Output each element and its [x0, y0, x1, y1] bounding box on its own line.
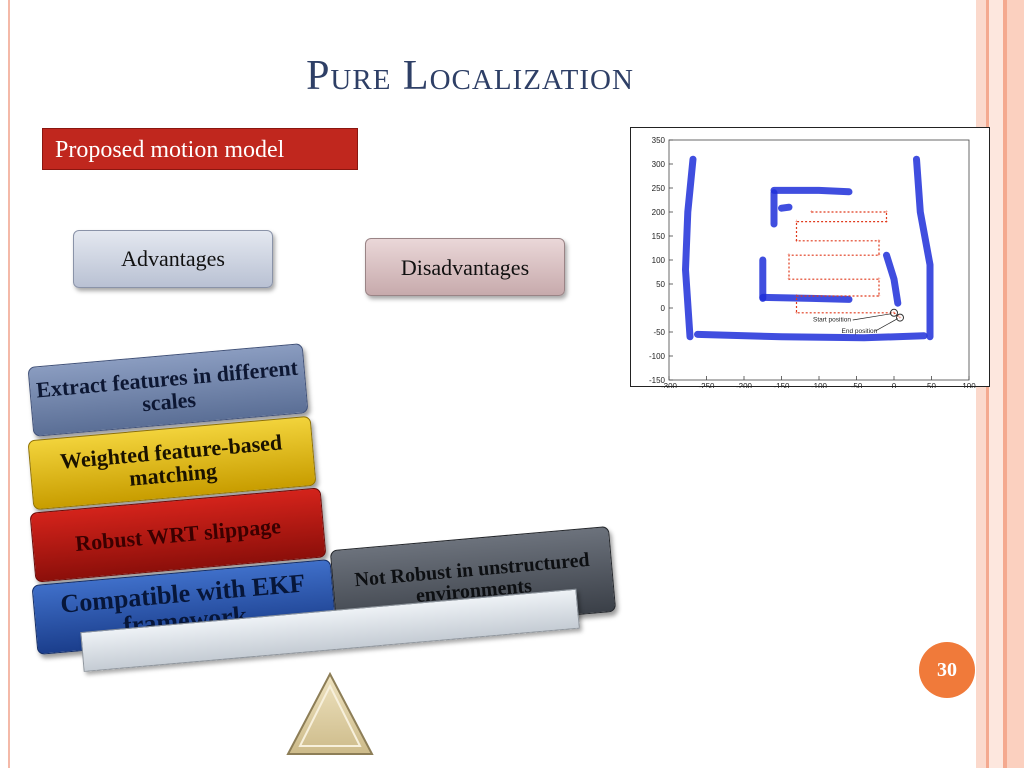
proposed-motion-model-label: Proposed motion model: [42, 128, 358, 170]
robot-trajectory: [788, 211, 901, 319]
y-tick-label: -150: [649, 376, 666, 385]
localization-plot-svg: -300 -250 -200 -150 -100 -50 0 50 100 -150 -100 -50…: [649, 136, 976, 388]
y-tick-label: 350: [652, 136, 666, 145]
trajectory-point: +: [885, 220, 889, 226]
x-tick-label: 100: [962, 382, 976, 388]
scan-wall-segment: [913, 155, 934, 341]
x-tick-label: -200: [736, 382, 753, 388]
trajectory-point: +: [787, 253, 791, 259]
trajectory-point: +: [898, 316, 902, 322]
slide-left-border: [8, 0, 10, 768]
trajectory-point: +: [795, 239, 799, 245]
y-tick-label: 250: [652, 184, 666, 193]
start-annotation-arrow: [852, 313, 892, 321]
localization-plot: -300 -250 -200 -150 -100 -50 0 50 100 -150 -100 -50…: [630, 127, 990, 388]
x-tick-label: -250: [698, 382, 715, 388]
advantage-text-2: Weighted feature-based matching: [58, 429, 283, 491]
y-tick-label: -100: [649, 352, 666, 361]
disadvantages-heading: Disadvantages: [365, 238, 565, 296]
plot-axes-box: [668, 139, 970, 381]
trajectory-point: +: [810, 210, 814, 216]
trajectory-point: +: [877, 277, 881, 283]
trajectory-point: +: [787, 277, 791, 283]
page-number-badge: 30: [919, 642, 975, 698]
scan-wall-segment: [778, 203, 793, 212]
scan-wall-segment: [682, 155, 697, 341]
x-tick-label: -150: [773, 382, 790, 388]
advantages-heading: Advantages: [73, 230, 273, 288]
x-tick-label: -100: [811, 382, 828, 388]
advantage-text-3: Robust WRT slippage: [74, 513, 282, 557]
x-tick-label: 50: [927, 382, 936, 388]
trajectory-point: +: [795, 311, 799, 317]
end-position-annotation: End position: [842, 328, 878, 335]
scan-wall-segment: [759, 293, 853, 303]
trajectory-point: +: [877, 294, 881, 300]
y-tick-label: 0: [661, 304, 666, 313]
y-tick-label: 150: [652, 232, 666, 241]
trajectory-point: +: [877, 253, 881, 259]
x-tick-label: -50: [851, 382, 863, 388]
y-tick-label: 300: [652, 160, 666, 169]
trajectory-point: +: [892, 311, 896, 317]
start-position-annotation: Start position: [813, 316, 851, 323]
x-tick-label: 0: [892, 382, 897, 388]
end-annotation-arrow: [875, 318, 898, 332]
scan-wall-segment: [883, 251, 902, 307]
trajectory-point: +: [795, 220, 799, 226]
y-tick-label: 100: [652, 256, 666, 265]
advantage-text-1: Extract features in different scales: [35, 354, 299, 417]
trajectory-point: +: [877, 239, 881, 245]
x-tick-label: -300: [661, 382, 678, 388]
scan-wall-segment: [694, 330, 928, 342]
trajectory-point: +: [795, 294, 799, 300]
y-tick-label: 200: [652, 208, 666, 217]
balance-fulcrum-icon: [286, 672, 374, 755]
slide-title: Pure Localization: [306, 53, 634, 99]
scan-wall-segment: [770, 186, 853, 196]
start-position-marker: [890, 308, 898, 317]
end-position-marker: [896, 313, 904, 322]
y-tick-label: 50: [656, 280, 665, 289]
trajectory-point: +: [885, 210, 889, 216]
y-tick-label: -50: [653, 328, 665, 337]
